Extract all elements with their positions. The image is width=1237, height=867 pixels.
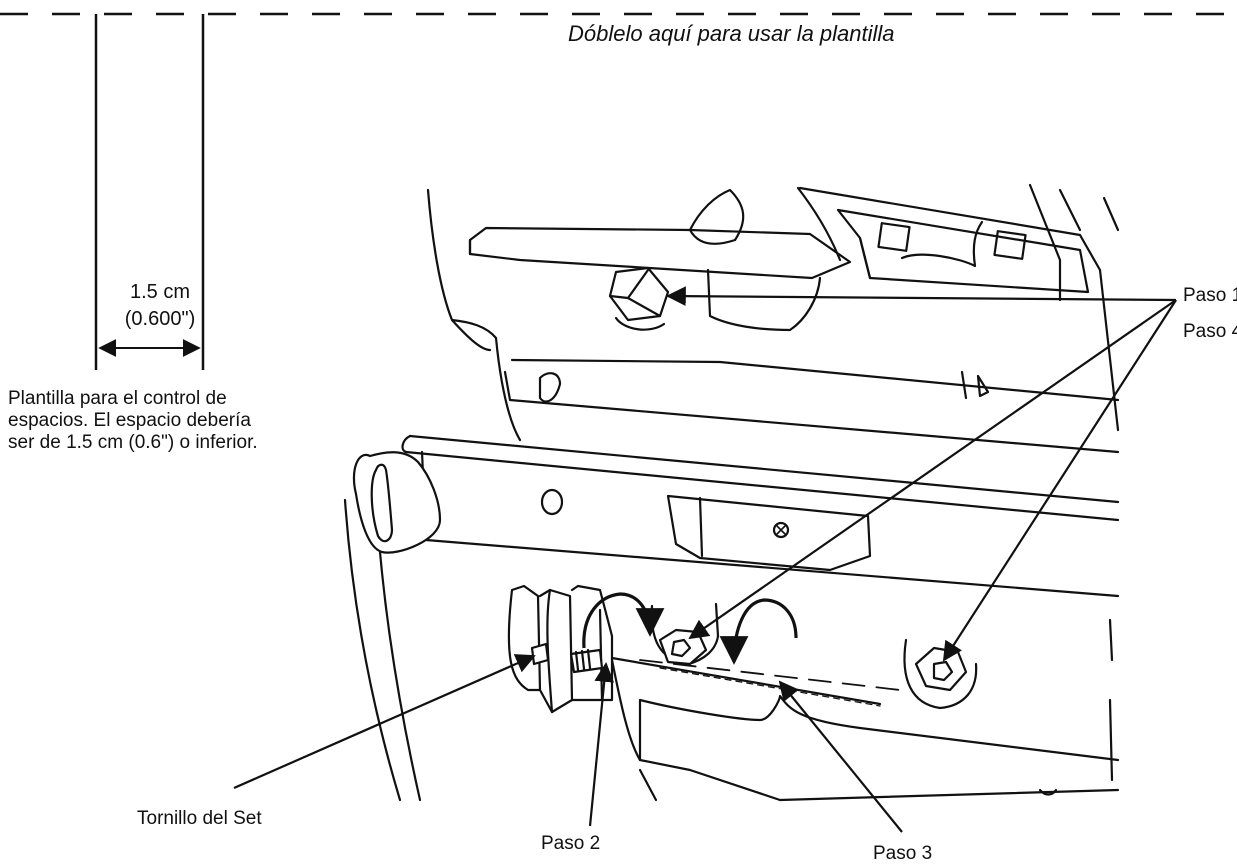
template-note: Plantilla para el control de espacios. E…	[8, 388, 258, 454]
gap-dimension-label: 1.5 cm (0.600")	[110, 279, 210, 333]
template-note-line-2: espacios. El espacio debería	[8, 410, 251, 431]
gap-value-metric: 1.5 cm	[129, 281, 191, 303]
rotation-arrows	[582, 592, 798, 665]
gap-value-imperial: (0.600")	[124, 308, 196, 330]
callout-paso-3: Paso 3	[873, 843, 933, 864]
callout-paso-1: Paso 1	[1183, 285, 1237, 306]
callout-paso-2: Paso 2	[541, 833, 601, 854]
template-note-line-3: ser de 1.5 cm (0.6") o inferior.	[8, 432, 258, 453]
center-hex-bolt	[650, 602, 720, 666]
upper-hex-bolt	[608, 266, 670, 331]
rotation-arrow-paso-3	[719, 598, 798, 665]
template-note-line-1: Plantilla para el control de	[8, 388, 227, 409]
leader-lines	[233, 286, 1177, 833]
gap-template	[94, 14, 205, 370]
rotation-arrow-paso-2	[582, 592, 665, 649]
right-hex-bolt	[903, 638, 978, 710]
callout-paso-4: Paso 4	[1183, 321, 1237, 342]
callout-set-screw: Tornillo del Set	[137, 808, 262, 829]
set-screw	[530, 642, 604, 674]
fold-instruction: Dóblelo aquí para usar la plantilla	[568, 21, 895, 46]
printer-mechanism	[343, 183, 1120, 802]
knob-outline	[352, 451, 442, 554]
